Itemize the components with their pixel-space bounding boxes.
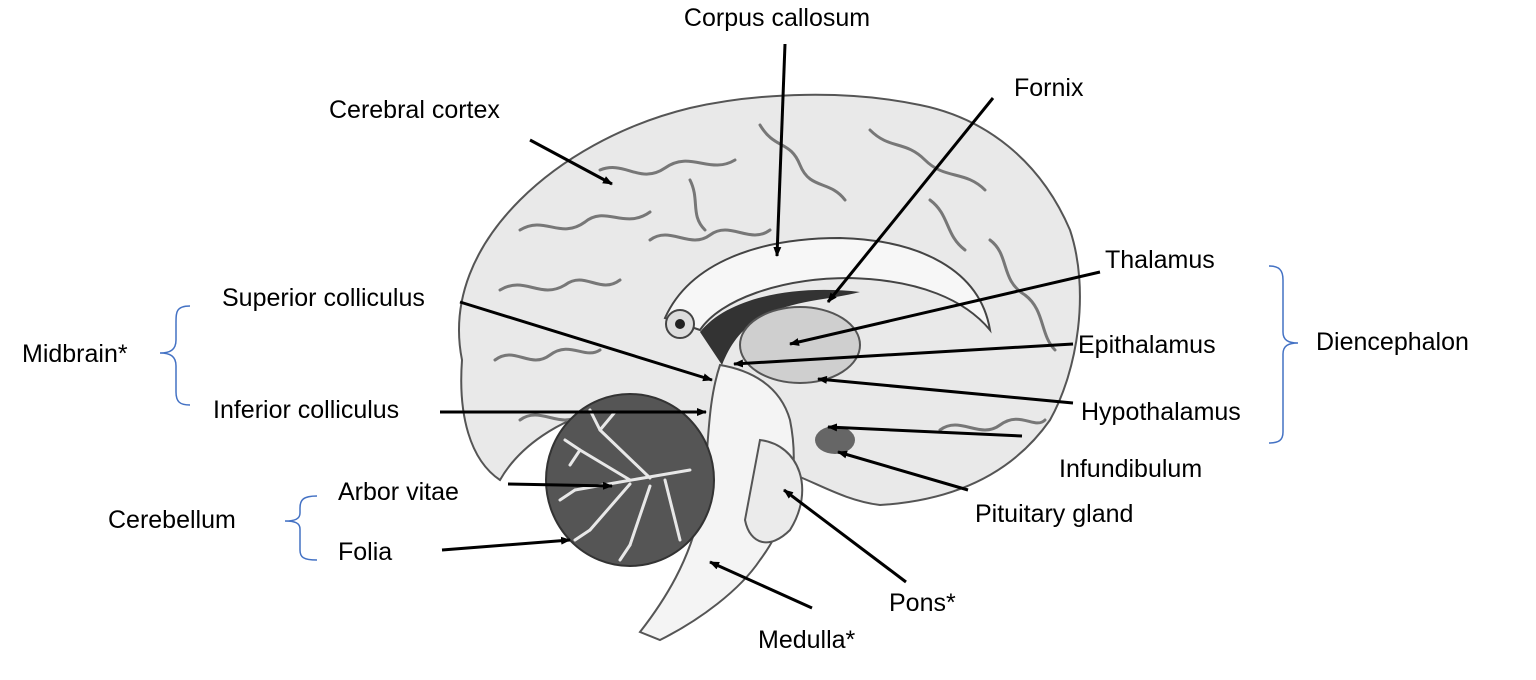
arrow-arbor-vitae xyxy=(507,481,613,490)
arrow-hypothalamus xyxy=(817,375,1074,405)
label-pituitary-gland: Pituitary gland xyxy=(975,500,1133,528)
label-inferior-colliculus: Inferior colliculus xyxy=(213,396,399,424)
arrow-corpus-callosum xyxy=(773,43,787,257)
label-arbor-vitae: Arbor vitae xyxy=(338,478,459,506)
pons-shape xyxy=(743,438,804,544)
leader-arrows xyxy=(440,43,1101,610)
pituitary-shape xyxy=(815,426,855,454)
arrow-medulla xyxy=(709,560,813,610)
label-superior-colliculus: Superior colliculus xyxy=(222,284,425,312)
arrow-fornix xyxy=(826,97,995,303)
cerebellum-bracket xyxy=(284,495,318,561)
label-corpus-callosum: Corpus callosum xyxy=(684,4,870,32)
midbrain-bracket xyxy=(159,305,191,406)
gyri-pattern xyxy=(493,123,1057,432)
arrow-epithalamus xyxy=(733,342,1074,368)
label-fornix: Fornix xyxy=(1014,74,1084,102)
arrow-folia xyxy=(441,536,571,552)
brackets xyxy=(159,265,1299,561)
label-thalamus: Thalamus xyxy=(1105,246,1215,274)
arrow-pons xyxy=(783,488,907,584)
label-midbrain: Midbrain* xyxy=(22,340,128,368)
thalamus-shape xyxy=(739,306,861,384)
labels: Corpus callosum Fornix Cerebral cortex T… xyxy=(22,4,1469,654)
arrow-superior-colliculus xyxy=(459,300,713,382)
label-epithalamus: Epithalamus xyxy=(1078,331,1216,359)
label-cerebellum: Cerebellum xyxy=(108,506,236,534)
label-pons: Pons* xyxy=(889,589,956,617)
arrow-thalamus xyxy=(789,270,1101,346)
label-folia: Folia xyxy=(338,538,392,566)
knob-dot xyxy=(675,319,685,329)
label-hypothalamus: Hypothalamus xyxy=(1081,398,1241,426)
label-infundibulum: Infundibulum xyxy=(1059,455,1202,483)
arrow-infundibulum xyxy=(827,423,1023,438)
ventricle-shape xyxy=(700,289,860,365)
label-medulla: Medulla* xyxy=(758,626,856,654)
arrow-cerebral-cortex xyxy=(529,138,613,186)
label-diencephalon: Diencephalon xyxy=(1316,328,1469,356)
corpus-callosum-shape xyxy=(663,236,992,334)
brain-illustration xyxy=(458,93,1081,642)
diencephalon-bracket xyxy=(1268,265,1299,444)
arrow-pituitary-gland xyxy=(837,450,969,492)
label-cerebral-cortex: Cerebral cortex xyxy=(329,96,500,124)
